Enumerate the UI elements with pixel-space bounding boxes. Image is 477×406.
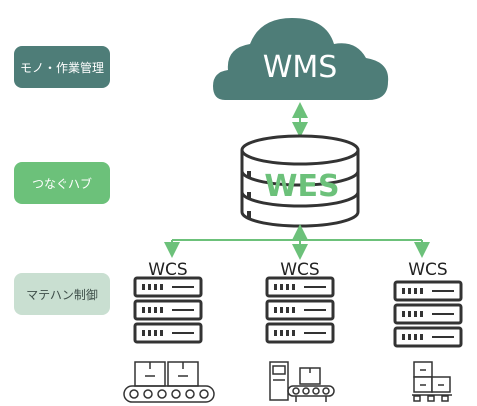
layer-label-text: つなぐハブ xyxy=(31,176,92,191)
server-rack-icon xyxy=(265,276,335,344)
wcs-label: WCS xyxy=(148,260,187,280)
server-rack-icon xyxy=(133,276,203,344)
wcs-label: WCS xyxy=(280,260,319,280)
database-icon xyxy=(240,134,360,228)
layer-label-text: モノ・作業管理 xyxy=(19,60,104,75)
stacked-boxes-icon xyxy=(412,361,452,402)
wms-label: WMS xyxy=(263,50,338,85)
conveyor-icon xyxy=(123,361,215,403)
sorting-machine-icon xyxy=(269,361,335,402)
wcs-label: WCS xyxy=(408,260,447,280)
server-rack-icon xyxy=(393,280,463,348)
layer-label-management: モノ・作業管理 xyxy=(14,46,110,88)
layer-label-control: マテハン制御 xyxy=(14,273,110,315)
wes-label: WES xyxy=(264,169,339,204)
wes-wcs-connectors xyxy=(164,224,430,260)
layer-label-hub: つなぐハブ xyxy=(14,162,110,204)
cloud-icon xyxy=(213,18,389,100)
layer-label-text: マテハン制御 xyxy=(26,287,98,302)
